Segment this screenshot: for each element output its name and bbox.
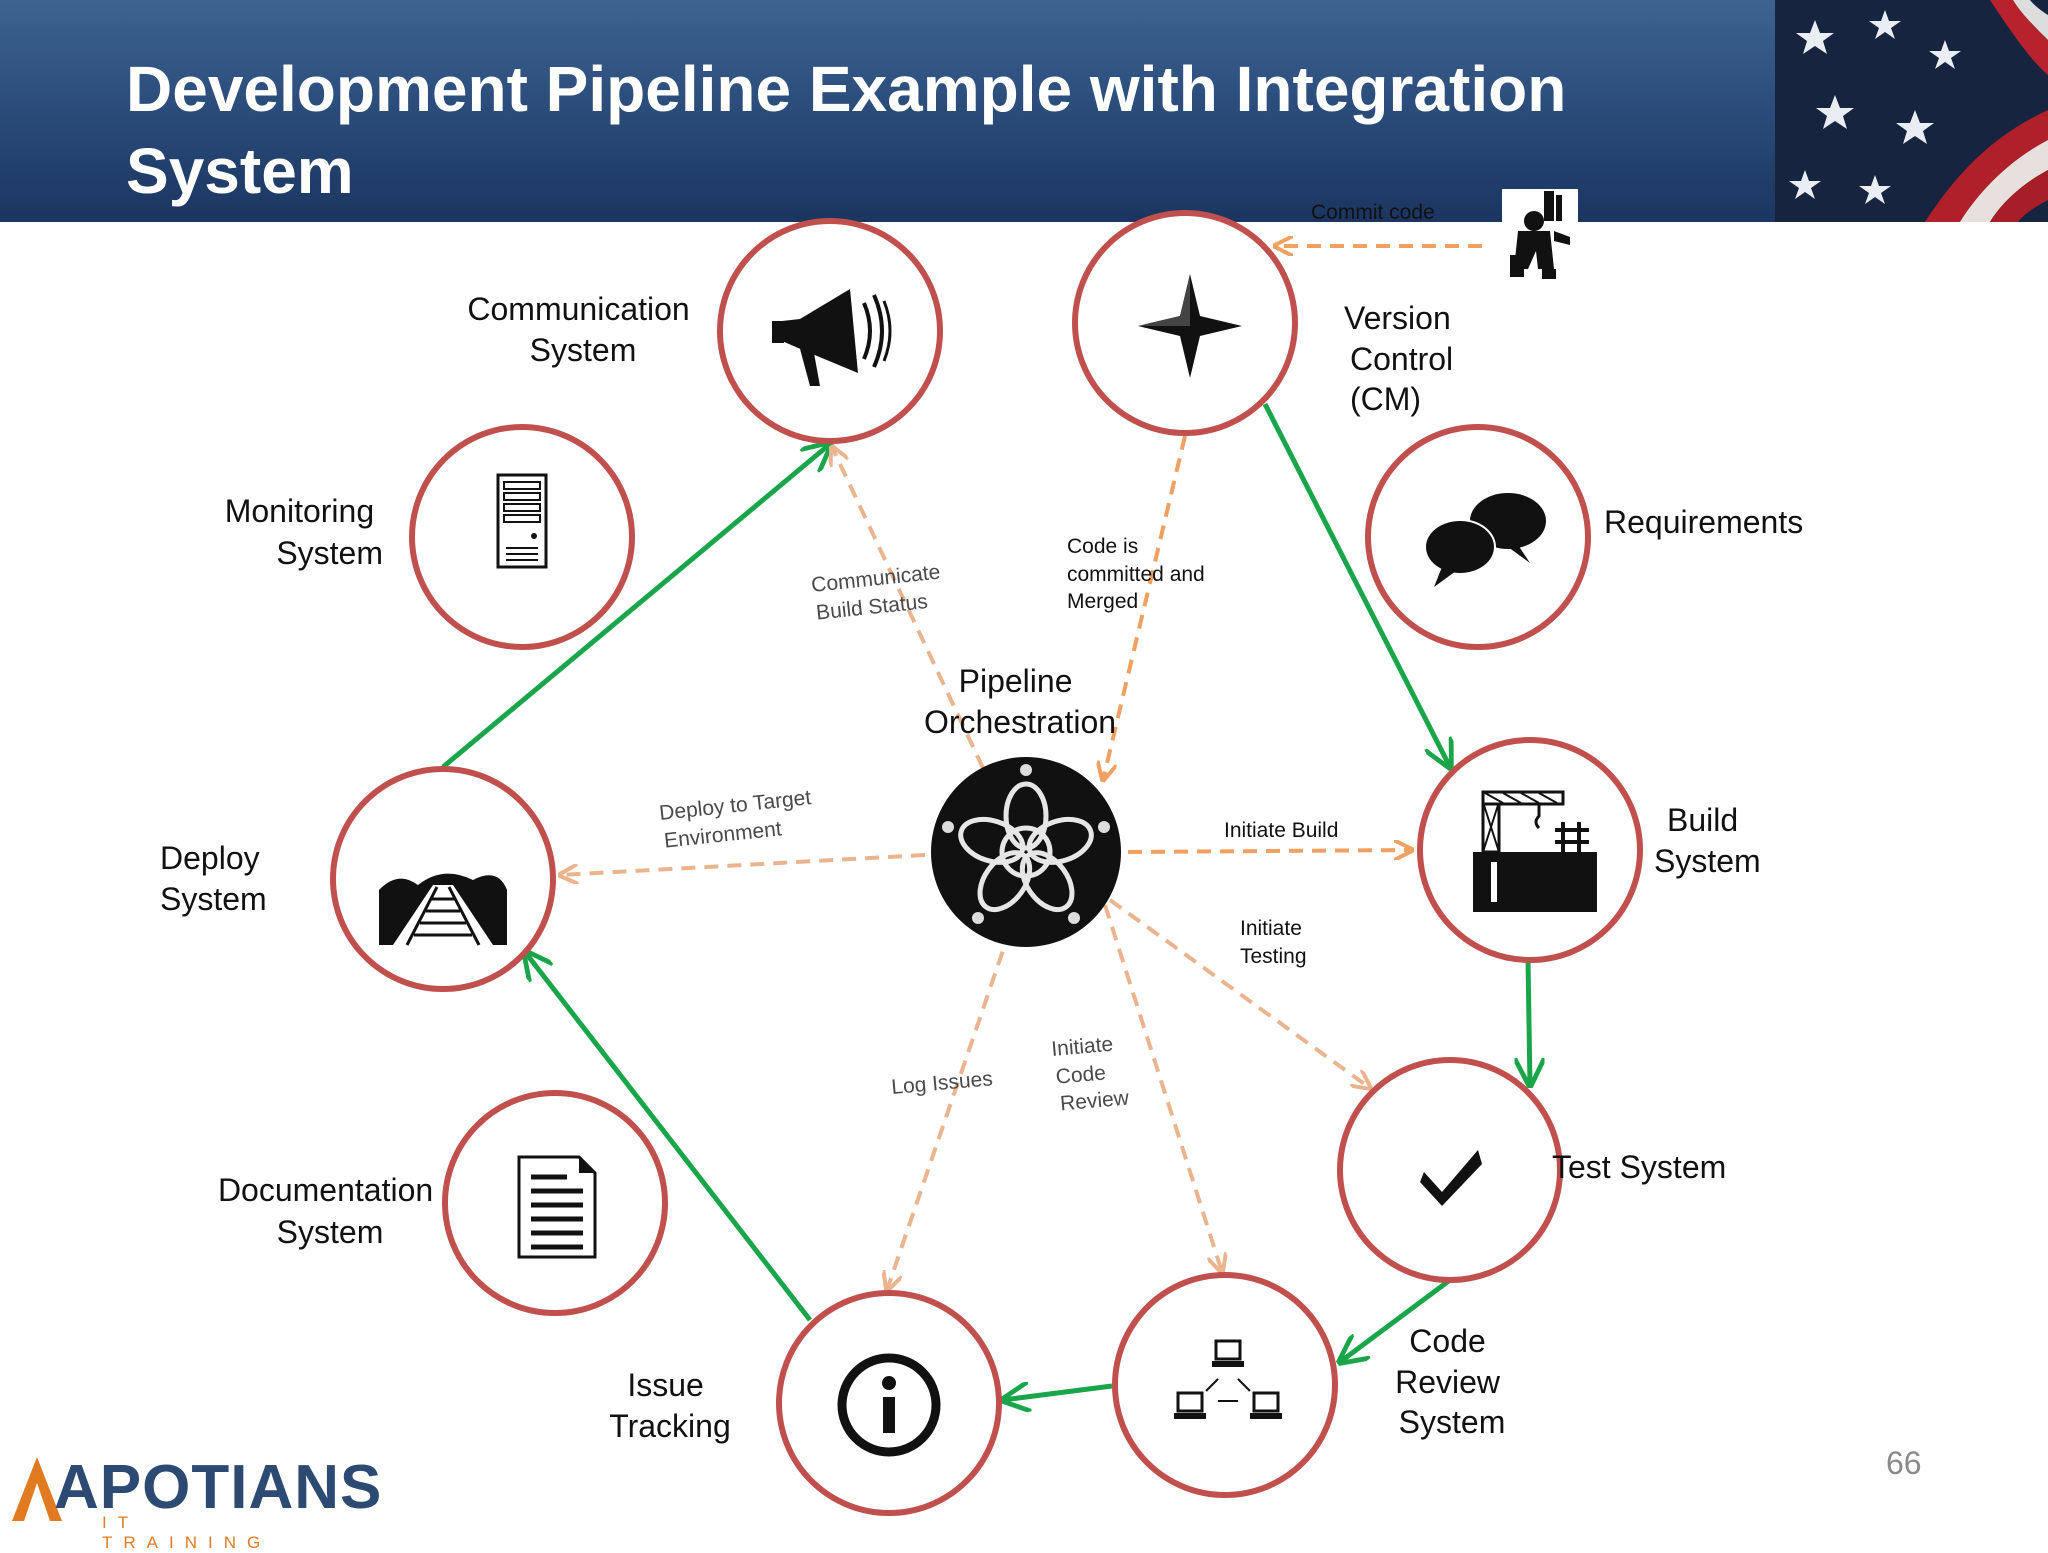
label-requirements: Requirements (1604, 504, 1803, 540)
edge-label-deploy-target: Deploy to Target Environment (658, 786, 821, 853)
label-deploy: Deploy System (160, 840, 269, 917)
node-circle-code-review (1112, 1272, 1338, 1498)
dashed-arrows (560, 246, 1482, 1290)
label-orchestration: Pipeline Orchestration (924, 663, 1116, 740)
knot-emblem-icon (931, 757, 1121, 947)
label-documentation: Documentation System (218, 1172, 442, 1250)
node-circle-test (1337, 1057, 1563, 1283)
arrow-test-to-review (1340, 1277, 1452, 1362)
edge-label-initiate-build: Initiate Build (1224, 819, 1338, 842)
info-icon (837, 1353, 941, 1457)
document-icon (517, 1155, 597, 1259)
label-code-review: Code Review System (1395, 1323, 1509, 1440)
company-logo: APOTIANS IT TRAINING (12, 1455, 381, 1552)
edge-label-communicate-status: Communicate Build Status (810, 560, 950, 625)
edge-label-code-committed: Code is committed and Merged (1067, 535, 1211, 613)
arrow-vc-to-orchestration (1103, 435, 1187, 780)
edge-label-commit-code: Commit code (1311, 201, 1435, 224)
railway-track-icon (379, 873, 507, 946)
developer-figure-icon (1502, 189, 1578, 281)
label-test: Test System (1552, 1149, 1726, 1185)
arrow-orchestration-to-issue (887, 929, 1012, 1290)
arrow-build-to-test (1528, 959, 1530, 1085)
server-icon (496, 473, 548, 569)
arrow-orchestration-to-review (1103, 904, 1222, 1272)
arrow-deploy-to-comm (441, 444, 830, 769)
flag-image (1775, 0, 2048, 222)
logo-wordmark: APOTIANS (54, 1453, 383, 1522)
solid-flow-arrows (441, 402, 1530, 1400)
label-build: Build System (1654, 802, 1761, 879)
logo-tagline: IT TRAINING (102, 1513, 272, 1552)
title-banner: Development Pipeline Example with Integr… (0, 0, 1775, 222)
arrow-orchestration-to-comm (832, 447, 985, 769)
speech-bubbles-icon (1424, 493, 1546, 587)
label-monitoring: Monitoring System (225, 493, 383, 571)
logo-chevron-icon (12, 1457, 62, 1521)
edge-label-initiate-review: Initiate Code Review (1050, 1032, 1130, 1116)
arrow-review-to-issue (1003, 1386, 1113, 1400)
page-number: 66 (1886, 1445, 1922, 1481)
megaphone-icon (772, 289, 892, 386)
node-circle-build (1417, 737, 1643, 963)
edge-label-initiate-testing: Initiate Testing (1240, 917, 1308, 968)
label-issue-tracking: Issue Tracking (609, 1367, 731, 1444)
edge-label-log-issues: Log Issues (890, 1067, 993, 1099)
arrow-orchestration-to-test (1108, 898, 1370, 1088)
compass-star-icon (1138, 274, 1242, 378)
factory-crane-icon (1473, 790, 1597, 912)
label-version-control: Version Control (CM) (1344, 300, 1462, 417)
network-computers-icon (1174, 1339, 1282, 1419)
slide-title: Development Pipeline Example with Integr… (126, 53, 1567, 207)
arrow-orchestration-to-deploy (560, 853, 926, 875)
label-communication: Communication System (467, 291, 698, 368)
arrow-orchestration-to-build (1127, 850, 1412, 852)
arrow-issue-to-deploy (525, 952, 812, 1322)
arrow-vc-to-build (1262, 402, 1450, 767)
checkmark-icon (1420, 1150, 1482, 1206)
